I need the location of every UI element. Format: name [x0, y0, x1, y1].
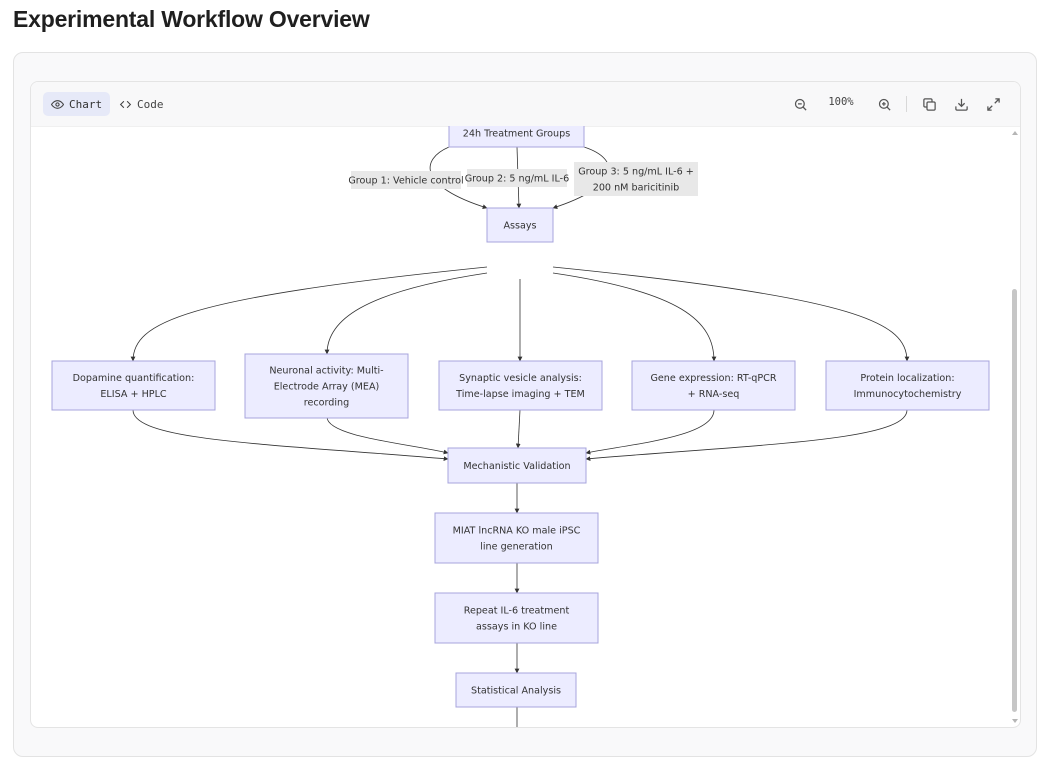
flow-node-label: + RNA-seq — [688, 389, 740, 400]
viewer-toolbar: Chart Code 100% — [31, 82, 1020, 127]
flow-node-label: Neuronal activity: Multi- — [269, 366, 383, 377]
flow-node-label: recording — [304, 398, 349, 409]
flow-node-neuronal: Neuronal activity: Multi- Electrode Array… — [244, 353, 409, 419]
fullscreen-button[interactable] — [983, 94, 1003, 114]
flow-node-label: Repeat IL-6 treatment — [464, 606, 570, 617]
flow-node-label: 24h Treatment Groups — [463, 129, 570, 140]
scrollbar-thumb[interactable] — [1012, 289, 1017, 712]
flow-node-box — [455, 672, 577, 708]
flow-node-gene: Gene expression: RT-qPCR + RNA-seq — [631, 360, 796, 411]
flow-node-box — [447, 447, 587, 484]
flow-node-box — [631, 360, 796, 411]
flow-node-box — [448, 126, 585, 148]
flow-node-stats: Statistical Analysis — [455, 672, 577, 708]
flow-node-box — [244, 353, 409, 419]
edge-label-text: Group 3: 5 ng/mL IL-6 + — [578, 167, 694, 178]
eye-icon — [51, 99, 64, 109]
tab-code-label: Code — [137, 97, 164, 111]
flow-node-label: Gene expression: RT-qPCR — [650, 373, 776, 384]
fullscreen-icon — [986, 97, 1000, 111]
download-icon — [954, 98, 968, 111]
edge-label-g3: Group 3: 5 ng/mL IL-6 + 200 nM baricitini… — [574, 162, 698, 196]
edge-neuronal-to-mechanistic — [326, 416, 449, 455]
flow-node-label: Statistical Analysis — [471, 686, 561, 697]
toolbar-divider — [906, 96, 907, 112]
edge-synaptic-to-mechanistic — [515, 409, 521, 449]
copy-icon — [922, 97, 936, 111]
flow-node-label: Time-lapse imaging + TEM — [455, 389, 585, 400]
edge-label-g1: Group 1: Vehicle control — [348, 171, 464, 189]
zoom-level: 100% — [828, 96, 854, 108]
flow-node-box — [434, 512, 599, 564]
flow-node-label: line generation — [480, 542, 553, 553]
edge-label-text: Group 1: Vehicle control — [348, 176, 463, 187]
download-button[interactable] — [951, 94, 971, 114]
flow-node-treatment: 24h Treatment Groups — [448, 126, 585, 148]
flow-node-box — [825, 360, 990, 411]
flow-node-label: Protein localization: — [860, 373, 954, 384]
edge-assays-to-protein — [552, 266, 910, 362]
tab-chart[interactable]: Chart — [43, 92, 111, 116]
flow-node-label: Immunocytochemistry — [854, 389, 962, 400]
flow-node-miat: MIAT lncRNA KO male iPSC line generation — [434, 512, 599, 564]
edge-label-bg — [467, 169, 567, 187]
edge-label-bg — [351, 171, 461, 189]
zoom-in-button[interactable] — [874, 94, 894, 114]
flow-node-assays: Assays — [486, 207, 554, 243]
flow-node-label: MIAT lncRNA KO male iPSC — [453, 526, 581, 537]
vertical-scrollbar[interactable] — [1009, 126, 1020, 727]
zoom-out-icon — [794, 98, 807, 111]
edge-label-g2: Group 2: 5 ng/mL IL-6 — [465, 169, 570, 187]
scroll-down-arrow-icon[interactable] — [1012, 719, 1018, 723]
flow-node-protein: Protein localization: Immunocytochemistry — [825, 360, 990, 411]
edge-label-text: Group 2: 5 ng/mL IL-6 — [465, 174, 570, 185]
flow-node-label: Mechanistic Validation — [463, 461, 570, 472]
flow-node-label: Dopamine quantification: — [73, 373, 195, 384]
tab-code[interactable]: Code — [111, 92, 172, 116]
diagram-viewer: Chart Code 100% — [30, 81, 1021, 728]
flow-node-box — [51, 360, 216, 411]
flow-node-dopamine: Dopamine quantification: ELISA + HPLC — [51, 360, 216, 411]
flow-node-repeat: Repeat IL-6 treatment assays in KO line — [434, 592, 599, 644]
scroll-up-arrow-icon[interactable] — [1012, 131, 1018, 135]
flow-node-label: ELISA + HPLC — [100, 389, 167, 400]
flow-node-label: assays in KO line — [476, 622, 557, 633]
flow-node-box — [438, 360, 603, 411]
zoom-in-icon — [878, 98, 891, 111]
edge-dopamine-to-mechanistic — [132, 409, 449, 462]
edge-label-text: 200 nM baricitinib — [593, 183, 680, 194]
flow-node-synaptic: Synaptic vesicle analysis: Time-lapse ima… — [438, 360, 603, 411]
edge-assays-to-gene — [552, 272, 717, 362]
page-title: Experimental Workflow Overview — [13, 6, 370, 32]
copy-button[interactable] — [919, 94, 939, 114]
flow-node-mechanistic: Mechanistic Validation — [447, 447, 587, 484]
flow-node-label: Assays — [503, 221, 536, 232]
edge-assays-to-neuronal — [324, 272, 488, 355]
tab-chart-label: Chart — [69, 97, 103, 111]
flow-node-box — [486, 207, 554, 243]
flow-node-label: Electrode Array (MEA) — [274, 382, 380, 393]
edge-assays-to-dopamine — [130, 266, 488, 362]
edge-protein-to-mechanistic — [585, 409, 908, 462]
edge-label-bg — [574, 162, 698, 196]
code-brackets-icon — [119, 100, 132, 108]
flow-node-label: Synaptic vesicle analysis: — [459, 373, 582, 384]
zoom-out-button[interactable] — [790, 94, 810, 114]
flow-node-box — [434, 592, 599, 644]
edge-gene-to-mechanistic — [585, 409, 715, 455]
